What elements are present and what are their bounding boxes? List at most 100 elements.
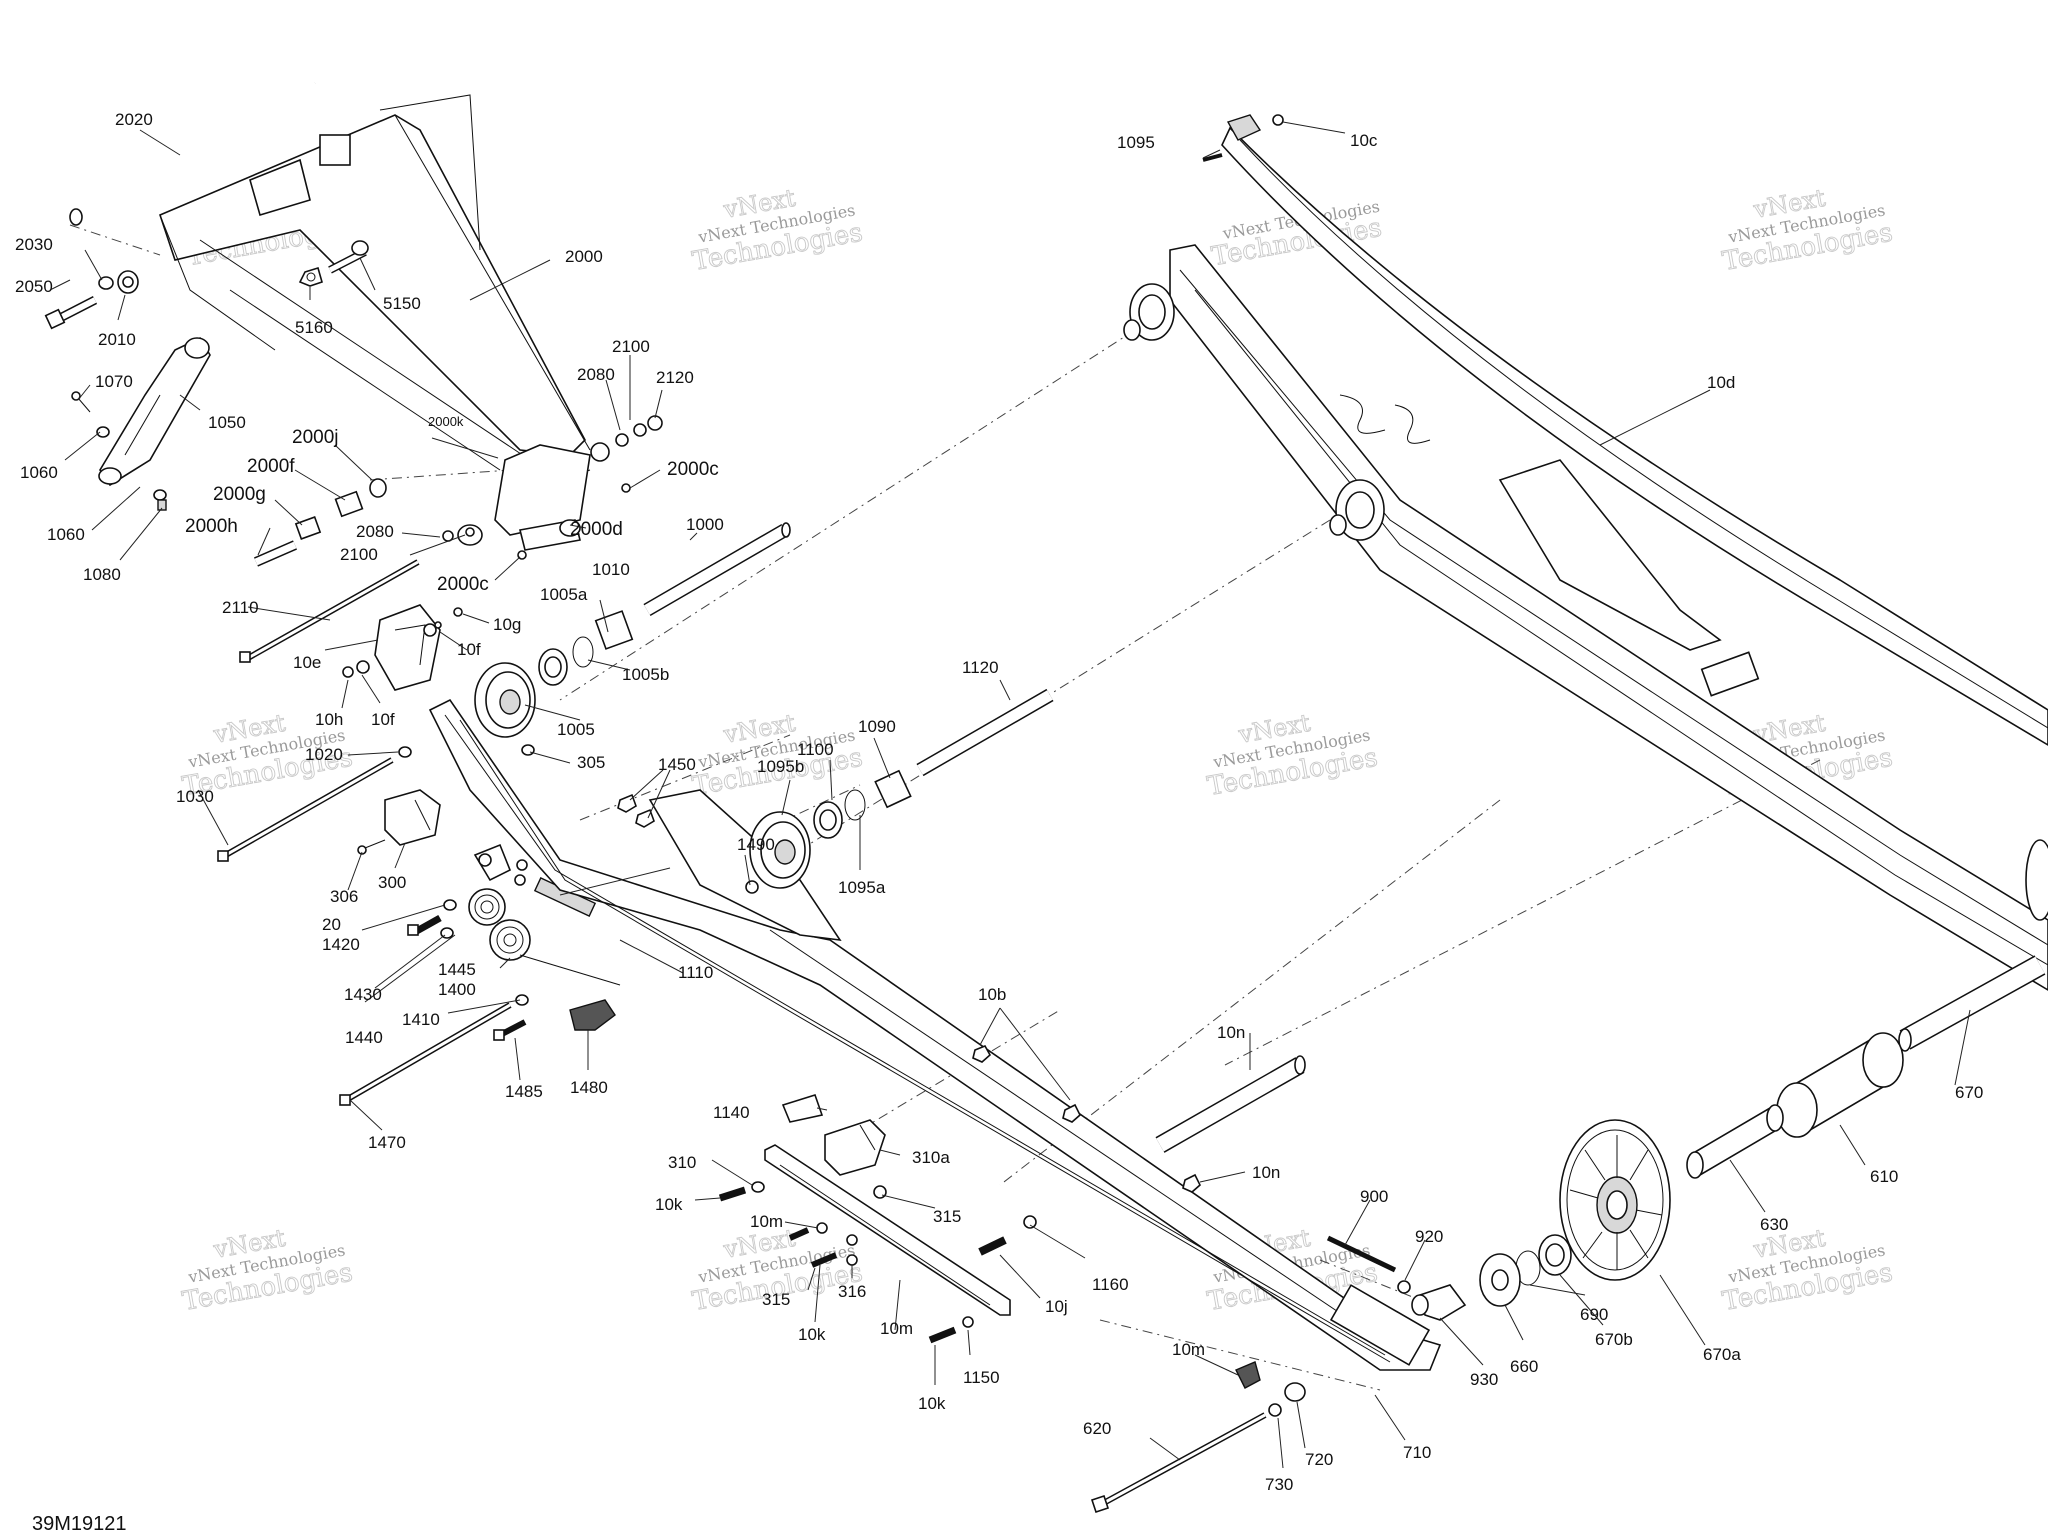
- callout-label: 1010: [592, 560, 630, 579]
- callout-label: 1420: [322, 935, 360, 954]
- bushings-2000: [254, 478, 631, 567]
- callout-label: 1490: [737, 835, 775, 854]
- wheel-670: [1559, 1119, 1671, 1281]
- bolt-5150-nut-5160: [298, 240, 369, 287]
- callout-label: 10n: [1252, 1163, 1280, 1182]
- callout-label: 1430: [344, 985, 382, 1004]
- callout-label: 10m: [880, 1319, 913, 1338]
- right-rail-assembly: [1123, 244, 2048, 991]
- spring-1400: [407, 843, 621, 986]
- guide-10j: [764, 1144, 1011, 1316]
- callout-label: 1160: [1092, 1275, 1129, 1294]
- callout-label: 710: [1403, 1443, 1431, 1462]
- callout-label: 305: [577, 753, 605, 772]
- leader-lines: [49, 121, 1971, 1469]
- callout-label: 630: [1760, 1215, 1788, 1234]
- document-id: 39M19121: [32, 1513, 127, 1535]
- callout-label: 670: [1955, 1083, 1983, 1102]
- callout-label: 2000c: [437, 574, 489, 595]
- watermark: vNext vNext Technologies Technologies: [1205, 708, 1381, 802]
- clip-1470: [493, 999, 616, 1041]
- watermark: vNext vNext Technologies Technologies: [690, 183, 866, 277]
- bumper-310: [781, 1094, 886, 1176]
- axle-1000: [643, 522, 791, 617]
- callout-label: 1080: [83, 565, 121, 584]
- bearing-670a: [1411, 1234, 1572, 1321]
- bumper-300: [357, 789, 441, 855]
- callout-label: 720: [1305, 1450, 1333, 1469]
- callout-label: 690: [1580, 1305, 1608, 1324]
- callout-label: 10k: [655, 1195, 683, 1214]
- stop-10e: [342, 604, 463, 691]
- callout-label: 670b: [1595, 1330, 1633, 1349]
- callout-label: 930: [1470, 1370, 1498, 1389]
- callout-label: 1485: [505, 1082, 543, 1101]
- callout-label: 10c: [1350, 131, 1378, 150]
- callout-label: 1150: [963, 1368, 1000, 1387]
- callout-label: 920: [1415, 1227, 1443, 1246]
- callout-label: 1005b: [622, 665, 669, 684]
- callout-label: 660: [1510, 1357, 1538, 1376]
- callout-label: 900: [1360, 1187, 1388, 1206]
- callout-label: 10d: [1707, 373, 1735, 392]
- callout-label: 1445: [438, 960, 476, 979]
- callout-label: 316: [838, 1282, 866, 1301]
- callout-label: 1060: [47, 525, 85, 544]
- callout-label: 20: [322, 915, 341, 934]
- pivot-2000k: [457, 415, 663, 551]
- callout-label: 2000f: [247, 456, 295, 477]
- tube-1140: [1155, 1055, 1306, 1153]
- rod-1030: [217, 744, 535, 862]
- clip-900: [1235, 1361, 1261, 1389]
- callout-label: 2000k: [428, 414, 464, 429]
- callout-label: 2020: [115, 110, 153, 129]
- wheel-1005: [474, 610, 634, 738]
- callout-label: 2000g: [213, 484, 266, 505]
- callout-label: 10f: [371, 710, 395, 729]
- callout-label: 1005: [557, 720, 595, 739]
- callout-label: 310: [668, 1153, 696, 1172]
- callout-label: 1410: [402, 1010, 440, 1029]
- watermark: vNext vNext Technologies Technologies: [690, 708, 866, 802]
- slide-10b: [1202, 114, 2048, 746]
- callout-label: 10m: [750, 1212, 783, 1231]
- callout-label: 670a: [1703, 1345, 1741, 1364]
- bolt-920: [1326, 1235, 1411, 1294]
- callout-label: 1400: [438, 980, 476, 999]
- callout-label: 2100: [612, 337, 650, 356]
- bolt-2050: [44, 270, 139, 330]
- callout-label: 2110: [222, 598, 259, 617]
- callout-label: 1100: [797, 740, 834, 759]
- callout-label: 2100: [340, 545, 378, 564]
- callout-label: 1095b: [757, 757, 804, 776]
- left-rail: [428, 698, 1442, 1371]
- callout-label: 1450: [658, 755, 696, 774]
- callout-label: 10n: [1217, 1023, 1245, 1042]
- callout-label: 620: [1083, 1419, 1111, 1438]
- rod-730: [1090, 1382, 1306, 1514]
- callout-label: 1060: [20, 463, 58, 482]
- watermark: vNext vNext Technologies Technologies: [1720, 1223, 1896, 1317]
- callout-label: 10m: [1172, 1340, 1205, 1359]
- callout-label: 2000d: [570, 519, 623, 540]
- callout-label: 2000c: [667, 459, 719, 480]
- callout-label: 2080: [577, 365, 615, 384]
- rod-2020: [69, 79, 318, 226]
- callout-label: 10g: [493, 615, 521, 634]
- shaft-610: [1898, 955, 2046, 1052]
- callout-label: 2050: [15, 277, 53, 296]
- callout-label: 1095a: [838, 878, 886, 897]
- callout-label: 1090: [858, 717, 896, 736]
- link-1050: [71, 336, 211, 511]
- callout-label: 1005a: [540, 585, 588, 604]
- rod-1120: [339, 994, 529, 1106]
- callout-label: 1140: [713, 1103, 750, 1122]
- callout-label: 315: [762, 1290, 790, 1309]
- callout-label: 610: [1870, 1167, 1898, 1186]
- callout-label: 1470: [368, 1133, 406, 1152]
- callout-label: 1000: [686, 515, 724, 534]
- callout-label: 1050: [208, 413, 246, 432]
- spacer-620: [1686, 1104, 1784, 1179]
- callout-label: 2010: [98, 330, 136, 349]
- callout-label: 10j: [1045, 1297, 1068, 1316]
